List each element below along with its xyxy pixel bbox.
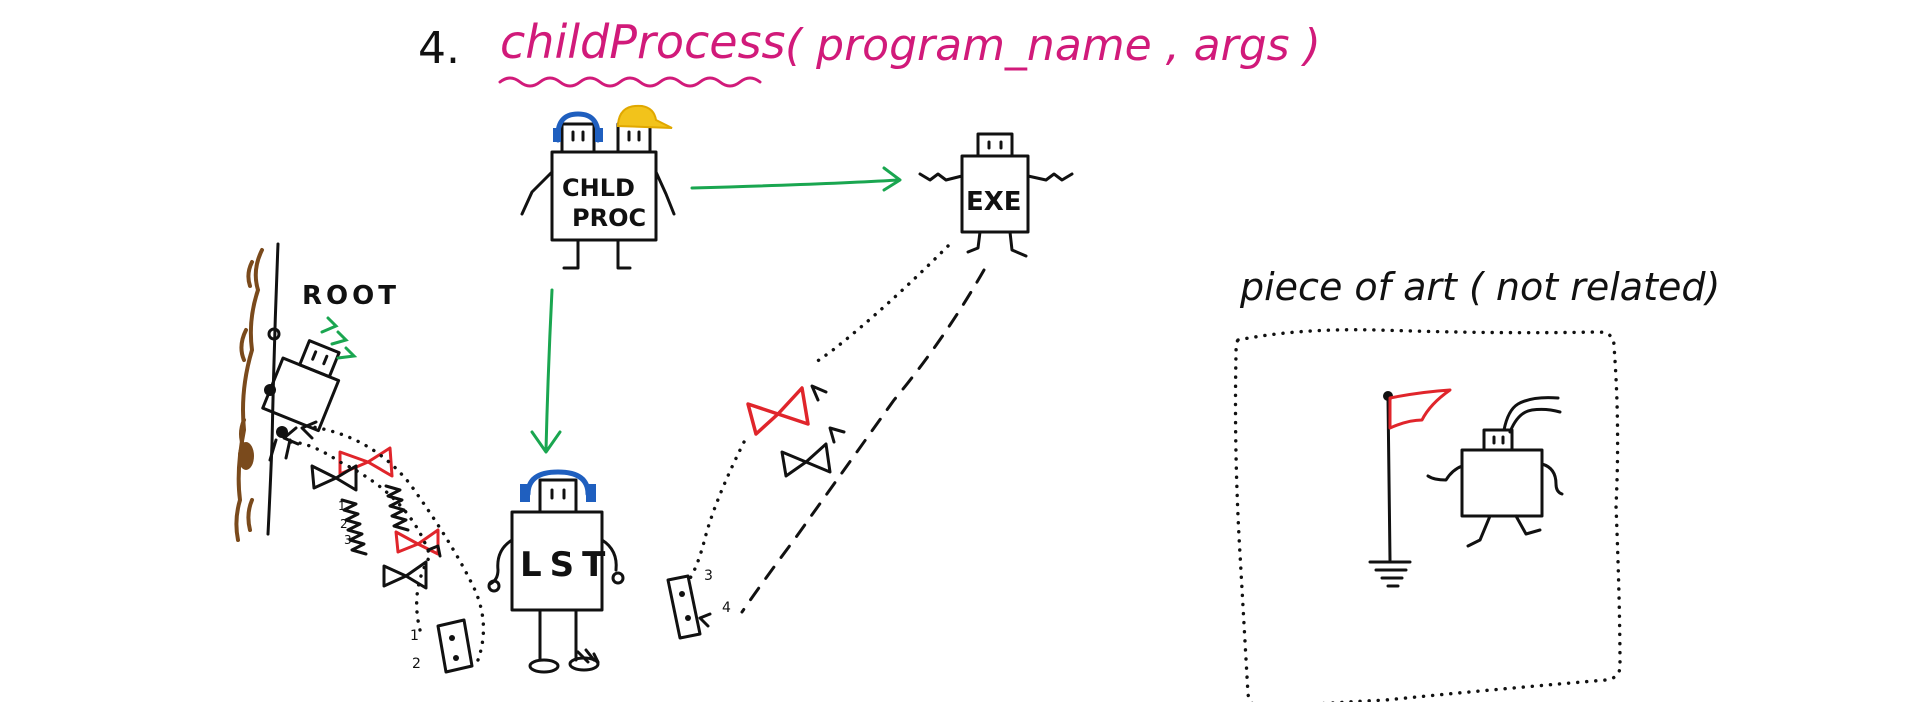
dotted-path-exe-to-bowtie bbox=[814, 244, 950, 364]
art-caption: piece of art ( not related) bbox=[1239, 265, 1720, 309]
child-proc-leg-right bbox=[616, 238, 632, 270]
root-tree bbox=[234, 242, 280, 542]
child-proc-body bbox=[550, 150, 658, 242]
spring-2 bbox=[384, 484, 410, 532]
root-robot bbox=[261, 316, 358, 462]
spring-label-2: 2 bbox=[340, 517, 348, 531]
exe-label: EXE bbox=[966, 187, 1022, 217]
spring-1 bbox=[340, 498, 368, 556]
tree-knot bbox=[238, 442, 254, 470]
bowtie-black-3 bbox=[780, 442, 832, 478]
lst-robot: LST bbox=[487, 469, 625, 674]
exe-leg-right bbox=[1008, 230, 1028, 258]
title-function-name: childProcess bbox=[500, 15, 786, 69]
exe-body bbox=[960, 154, 1030, 234]
exe-robot: EXE bbox=[918, 132, 1074, 258]
child-proc-arm-left bbox=[520, 170, 554, 216]
lst-body bbox=[510, 510, 604, 612]
lst-arm-right bbox=[600, 538, 618, 572]
bowtie-black-1 bbox=[310, 464, 358, 492]
child-proc-head-left bbox=[560, 122, 596, 154]
child-proc-robot: CHLD PROC bbox=[520, 104, 676, 270]
flag-icon bbox=[1388, 388, 1452, 430]
lst-shoe-left bbox=[528, 658, 560, 674]
headphones-icon bbox=[555, 111, 601, 143]
exe-arm-right bbox=[1026, 172, 1074, 182]
exe-arm-left bbox=[918, 172, 964, 182]
tree-trunk-line bbox=[266, 242, 280, 536]
lst-label: LST bbox=[520, 545, 613, 585]
flag-pole bbox=[1386, 396, 1392, 562]
device-left-label-2: 2 bbox=[412, 656, 421, 672]
dotted-path-left-outer bbox=[304, 424, 486, 662]
exe-leg-left bbox=[966, 230, 982, 254]
art-frame bbox=[1233, 328, 1622, 702]
device-left-label-1: 1 bbox=[410, 628, 419, 644]
bowtie-black-2 bbox=[382, 560, 428, 590]
dotted-path-bowtie-to-device bbox=[684, 440, 746, 586]
lst-arm-left bbox=[488, 538, 514, 586]
device-right: 3 4 bbox=[666, 568, 731, 640]
child-proc-head-right bbox=[616, 122, 652, 154]
device-right-label-3: 3 bbox=[704, 568, 713, 584]
spring-label-3: 3 bbox=[344, 533, 352, 547]
title-number: 4. bbox=[418, 23, 460, 74]
art-robot-body bbox=[1460, 448, 1544, 518]
title-params: ( program_name , args ) bbox=[785, 20, 1321, 71]
child-proc-arm-right bbox=[654, 170, 676, 216]
dotted-path-left-inner bbox=[288, 440, 432, 632]
arrow-childproc-to-exe bbox=[690, 166, 902, 192]
child-proc-label-line2: PROC bbox=[572, 204, 646, 232]
exe-head bbox=[976, 132, 1014, 158]
title-group: 4. childProcess ( program_name , args ) bbox=[418, 15, 1321, 88]
robot-with-flag-icon bbox=[1368, 388, 1564, 588]
spring-label-1: 1 bbox=[338, 499, 346, 513]
root-label: ROOT bbox=[302, 281, 400, 311]
dashed-path-exe-to-device bbox=[740, 268, 986, 614]
title-underline-squiggle bbox=[498, 76, 762, 88]
device-right-label-4: 4 bbox=[722, 600, 731, 616]
root-body bbox=[261, 356, 341, 433]
child-proc-leg-left bbox=[562, 238, 580, 270]
lst-head bbox=[538, 478, 578, 514]
device-left: 1 2 bbox=[410, 618, 474, 674]
bowtie-red-3 bbox=[746, 386, 810, 436]
tree-bark bbox=[234, 248, 264, 542]
headphones-icon bbox=[525, 469, 591, 497]
cap-icon bbox=[617, 104, 673, 129]
steam-lines bbox=[320, 316, 358, 360]
bowtie-red-2 bbox=[394, 528, 440, 556]
arrow-childproc-to-lst bbox=[530, 288, 562, 454]
child-proc-label-line1: CHLD bbox=[562, 174, 635, 202]
